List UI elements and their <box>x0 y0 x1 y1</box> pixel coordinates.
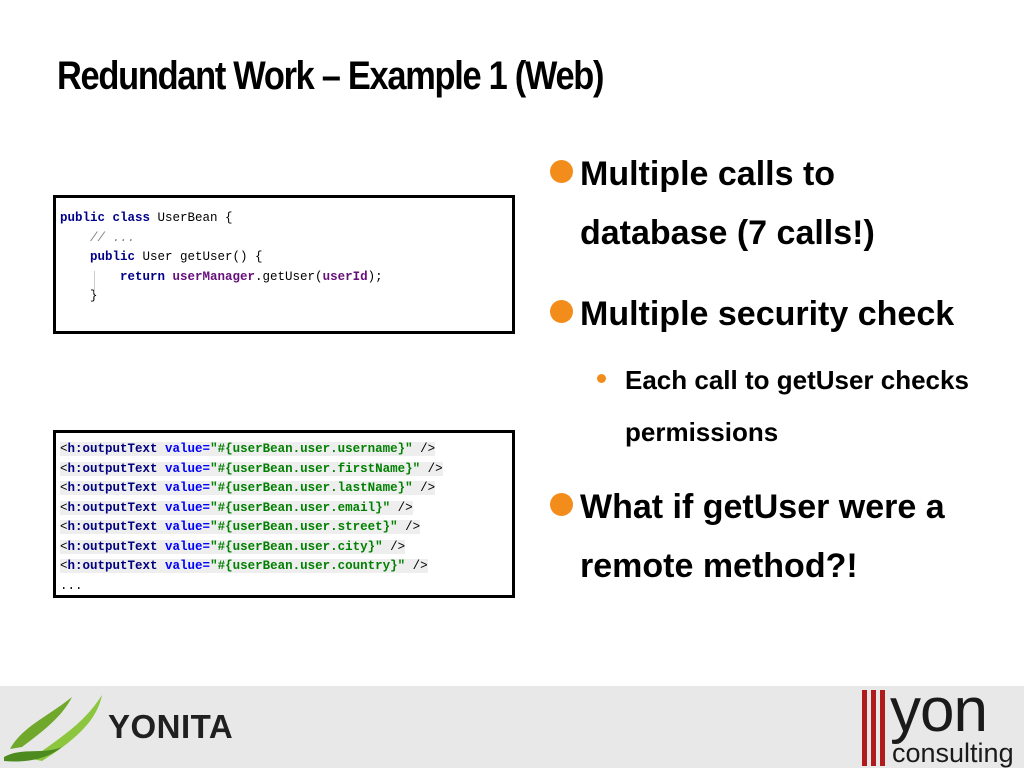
code-line: <h:outputText value="#{userBean.user.cit… <box>60 539 406 554</box>
code-line: } <box>60 289 98 303</box>
footer-bar <box>0 686 1024 768</box>
code-line: // ... <box>90 230 136 245</box>
yon-consulting-bars-icon <box>862 690 885 766</box>
slide-title: Redundant Work – Example 1 (Web) <box>57 54 604 98</box>
consulting-logo-text: consulting <box>892 738 1014 768</box>
sub-bullet-text: Each call to getUser checks permissions <box>625 365 969 447</box>
code-line: ... <box>60 578 83 593</box>
bullet-text: Multiple security check <box>580 295 955 333</box>
bullet-dot-icon <box>550 160 573 183</box>
xhtml-code-snippet: <h:outputText value="#{userBean.user.use… <box>53 430 515 598</box>
code-line: public User getUser() { <box>90 250 263 264</box>
yon-logo-text: yon <box>890 676 988 745</box>
code-line: <h:outputText value="#{userBean.user.use… <box>60 442 436 456</box>
java-code-lines: public class UserBean { // ... public Us… <box>56 198 512 331</box>
xhtml-code-lines: <h:outputText value="#{userBean.user.use… <box>56 433 512 595</box>
yonita-logo-icon <box>4 695 102 762</box>
code-line: <h:outputText value="#{userBean.user.cou… <box>60 559 428 573</box>
bullet-text: What if getUser were a remote method?! <box>580 488 945 585</box>
sub-bullet-dot-icon <box>597 374 606 383</box>
bullet-dot-icon <box>550 493 573 516</box>
bullet-text: Multiple calls to database (7 calls!) <box>580 155 875 252</box>
code-line: public class UserBean { <box>60 211 233 225</box>
code-line: <h:outputText value="#{userBean.user.las… <box>60 481 436 495</box>
bullet-remote-method: What if getUser were a remote method?! <box>550 478 990 596</box>
code-line: <h:outputText value="#{userBean.user.str… <box>60 520 421 534</box>
yonita-logo-text: YONITA <box>108 708 234 745</box>
java-code-snippet: public class UserBean { // ... public Us… <box>53 195 515 334</box>
bullet-database-calls: Multiple calls to database (7 calls!) <box>550 145 990 263</box>
bullet-security-check: Multiple security check <box>550 285 990 344</box>
code-line: return userManager.getUser(userId); <box>120 269 383 284</box>
bullet-dot-icon <box>550 300 573 323</box>
code-indent-guide <box>94 271 95 293</box>
sub-bullet-permissions: Each call to getUser checks permissions <box>550 354 990 458</box>
code-line: <h:outputText value="#{userBean.user.fir… <box>60 461 443 476</box>
code-line: <h:outputText value="#{userBean.user.ema… <box>60 500 413 515</box>
bullet-list: Multiple calls to database (7 calls!) Mu… <box>550 145 990 618</box>
